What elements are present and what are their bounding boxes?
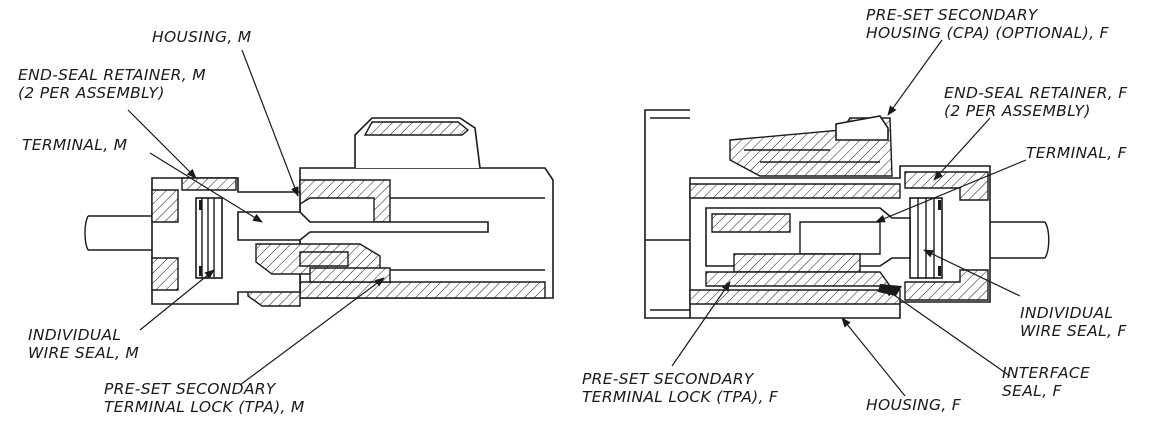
label-line: HOUSING, F <box>866 396 961 414</box>
male-terminal <box>237 211 489 275</box>
label-line: END-SEAL RETAINER, F <box>944 84 1128 102</box>
label-line: TERMINAL, F <box>1026 144 1127 162</box>
female-end-seal-retainer <box>904 171 989 201</box>
label-line: SEAL, F <box>1002 382 1062 400</box>
label-female-terminal: TERMINAL, F <box>1026 144 1127 162</box>
label-line: INDIVIDUAL <box>1020 304 1114 322</box>
label-female-end-seal-retainer: END-SEAL RETAINER, F (2 PER ASSEMBLY) <box>944 84 1127 120</box>
label-line: PRE-SET SECONDARY <box>582 370 754 388</box>
label-female-interface-seal: INTERFACE SEAL, F <box>1002 364 1090 400</box>
female-terminal <box>705 207 911 273</box>
label-line: PRE-SET SECONDARY <box>866 6 1038 24</box>
label-line: INDIVIDUAL <box>28 326 122 344</box>
label-line: (2 PER ASSEMBLY) <box>18 84 165 102</box>
female-wire <box>984 221 1045 259</box>
female-tpa <box>705 271 892 287</box>
female-cpa <box>729 115 893 177</box>
male-wire <box>88 215 161 251</box>
label-male-terminal: TERMINAL, M <box>22 136 127 154</box>
label-line: HOUSING (CPA) (OPTIONAL), F <box>866 24 1109 42</box>
male-connector <box>84 117 554 307</box>
male-tpa <box>309 267 391 283</box>
female-connector <box>644 109 1050 319</box>
label-female-tpa: PRE-SET SECONDARY TERMINAL LOCK (TPA), F <box>582 370 778 406</box>
male-housing-wall-top <box>299 179 391 223</box>
label-male-tpa: PRE-SET SECONDARY TERMINAL LOCK (TPA), M <box>104 380 305 416</box>
label-female-individual-wire-seal: INDIVIDUAL WIRE SEAL, F <box>1020 304 1127 340</box>
label-male-housing: HOUSING, M <box>152 28 251 46</box>
female-housing-front <box>644 109 690 319</box>
label-line: INTERFACE <box>1002 364 1091 382</box>
label-female-cpa: PRE-SET SECONDARY HOUSING (CPA) (OPTIONA… <box>866 6 1109 42</box>
label-line: TERMINAL LOCK (TPA), M <box>104 398 305 416</box>
label-female-housing: HOUSING, F <box>866 396 961 414</box>
label-line: (2 PER ASSEMBLY) <box>944 102 1091 120</box>
label-male-individual-wire-seal: INDIVIDUAL WIRE SEAL, M <box>28 326 139 362</box>
female-individual-wire-seal <box>909 197 943 279</box>
label-line: TERMINAL LOCK (TPA), F <box>582 388 779 406</box>
label-line: PRE-SET SECONDARY <box>104 380 276 398</box>
label-male-end-seal-retainer: END-SEAL RETAINER, M (2 PER ASSEMBLY) <box>18 66 206 102</box>
label-line: END-SEAL RETAINER, M <box>18 66 206 84</box>
label-line: WIRE SEAL, M <box>28 344 140 362</box>
male-individual-wire-seal <box>195 197 223 279</box>
label-male-housing-line1: HOUSING, M <box>152 28 252 46</box>
label-line: WIRE SEAL, F <box>1020 322 1127 340</box>
male-end-seal-retainer <box>151 177 301 305</box>
label-line: TERMINAL, M <box>22 136 128 154</box>
leader-lines <box>127 39 1027 397</box>
